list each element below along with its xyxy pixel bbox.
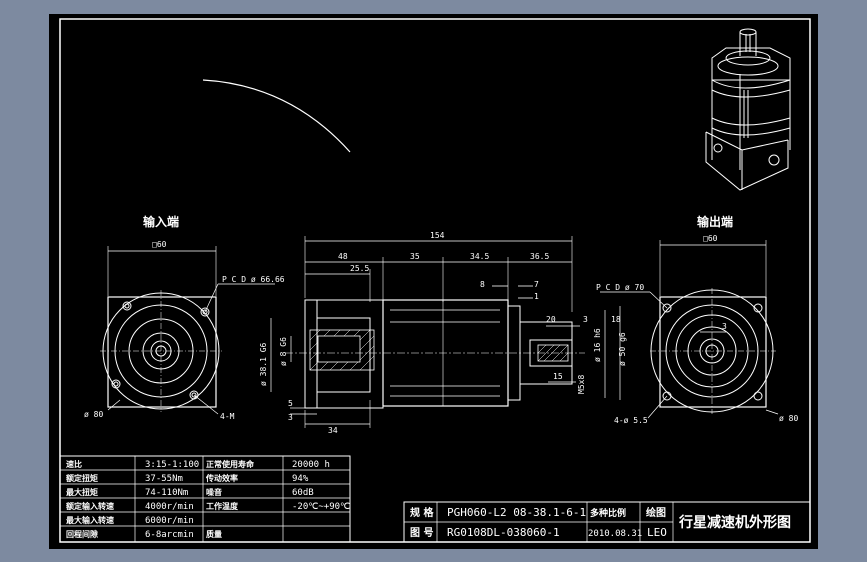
spec-cell-r3-c3: -20℃~+90℃ xyxy=(292,502,350,512)
spec-cell-r5-c2: 质量 xyxy=(206,529,222,539)
d1-dim: 1 xyxy=(534,292,539,301)
input-end-view: 输入端 □60 P C D ø 66.66 ø 80 4-M xyxy=(84,214,285,421)
spec-cell-r0-c1: 3:15-1:100 xyxy=(145,460,199,470)
spec-cell-r1-c2: 传动效率 xyxy=(205,473,238,483)
d34-dim: 34 xyxy=(328,426,338,435)
dia381-dim: ø 38.1 G6 xyxy=(259,342,268,386)
d8-dim: 8 xyxy=(480,280,485,289)
tb-date: 2010.08.31 xyxy=(588,529,642,539)
seg-345-dim: 34.5 xyxy=(470,252,489,261)
seg-365-dim: 36.5 xyxy=(530,252,549,261)
d18-dim: 18 xyxy=(611,315,621,324)
spec-cell-r5-c0: 回程间隙 xyxy=(66,529,98,539)
spec-cell-r5-c1: 6-8arcmin xyxy=(145,530,194,540)
in-dia-dim: ø 80 xyxy=(84,410,103,419)
tb-number-label: 图 号 xyxy=(410,527,433,539)
drawing-title: 行星减速机外形图 xyxy=(678,514,791,531)
spec-cell-r1-c0: 额定扭矩 xyxy=(66,473,98,483)
d255-dim: 25.5 xyxy=(350,264,369,273)
output-view-title: 输出端 xyxy=(697,214,733,229)
tb-ratio-label: 多种比例 xyxy=(590,507,626,519)
d3-dim: 3 xyxy=(583,315,588,324)
tb-spec-label: 规 格 xyxy=(410,506,434,519)
spec-cell-r3-c0: 额定输入转速 xyxy=(66,501,114,511)
spec-cell-r3-c2: 工作温度 xyxy=(206,501,239,511)
d5-dim: 5 xyxy=(288,399,293,408)
d3b-dim: 3 xyxy=(288,413,293,422)
out-holes-dim: 4-ø 5.5 xyxy=(614,416,648,425)
spec-cell-r1-c1: 37-55Nm xyxy=(145,474,183,484)
m5-dim: M5x8 xyxy=(577,375,586,394)
seg-48-dim: 48 xyxy=(338,252,348,261)
output-end-view: 输出端 □60 3 P C D ø 70 4-ø 5.5 ø 80 xyxy=(596,214,798,425)
d20-dim: 20 xyxy=(546,315,556,324)
spec-cell-r3-c1: 4000r/min xyxy=(145,502,194,512)
sketch-arc xyxy=(202,79,351,153)
spec-cell-r1-c3: 94% xyxy=(292,474,309,484)
title-block: 规 格 PGH060-L2 08-38.1-6-1 多种比例 绘图 图 号 RG… xyxy=(403,501,811,543)
spec-cell-r0-c0: 速比 xyxy=(66,459,82,469)
spec-cell-r2-c2: 噪音 xyxy=(206,487,222,497)
side-view: 154 48 35 34.5 36.5 25.5 8 7 1 xyxy=(259,231,627,435)
tb-number-value: RG0108DL-038060-1 xyxy=(447,526,560,539)
tb-spec-value: PGH060-L2 08-38.1-6-1 xyxy=(447,506,586,519)
isometric-view xyxy=(705,28,791,191)
spec-cell-r2-c1: 74-110Nm xyxy=(145,488,188,498)
in-width-dim: □60 xyxy=(152,240,167,249)
spec-cell-r2-c3: 60dB xyxy=(292,488,314,498)
dia8-dim: ø 8 G6 xyxy=(279,337,288,366)
drawing-sheet xyxy=(49,14,818,549)
d7-dim: 7 xyxy=(534,280,539,289)
spec-cell-r0-c3: 20000 h xyxy=(292,460,330,470)
spec-table: 速比 3:15-1:100 正常使用寿命 20000 h 额定扭矩 37-55Nm 传动效率… xyxy=(59,455,351,543)
spec-cell-r0-c2: 正常使用寿命 xyxy=(206,459,255,469)
out-width-dim: □60 xyxy=(703,234,718,243)
input-view-title: 输入端 xyxy=(143,214,179,229)
tb-author: LEO xyxy=(647,526,667,539)
spec-cell-r2-c0: 最大扭矩 xyxy=(66,487,98,497)
seg-35-dim: 35 xyxy=(410,252,420,261)
total-length-dim: 154 xyxy=(430,231,445,240)
tb-draw-label: 绘图 xyxy=(646,506,666,519)
in-holes-dim: 4-M xyxy=(220,412,235,421)
dia50-dim: ø 50 g6 xyxy=(618,332,627,366)
d15-dim: 15 xyxy=(553,372,563,381)
out-dia-dim: ø 80 xyxy=(779,414,798,423)
spec-cell-r4-c1: 6000r/min xyxy=(145,516,194,526)
spec-cell-r4-c0: 最大输入转速 xyxy=(66,515,114,525)
out-pcd-dim: P C D ø 70 xyxy=(596,283,644,292)
in-pcd-dim: P C D ø 66.66 xyxy=(222,275,285,284)
dia16-dim: ø 16 h6 xyxy=(593,328,602,362)
out-key-dim: 3 xyxy=(722,322,727,331)
